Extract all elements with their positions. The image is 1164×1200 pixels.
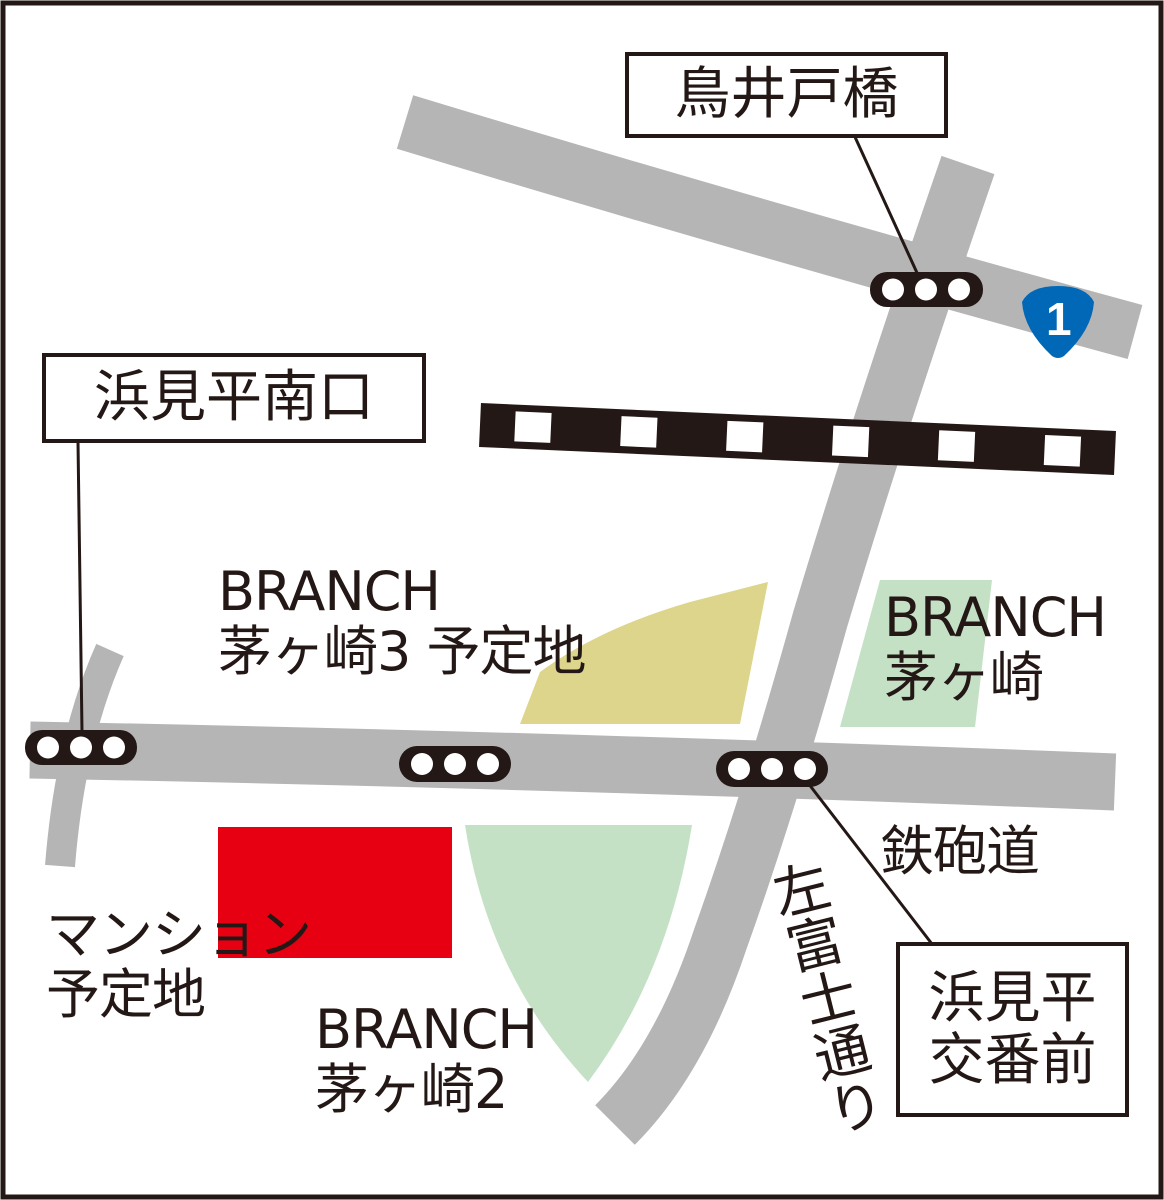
route-number: 1 (1046, 293, 1072, 345)
label-hamamidaira-minamiguchi: 浜見平南口 (42, 353, 426, 443)
branch1-area (840, 580, 992, 727)
traffic-light-icon (25, 730, 137, 765)
traffic-light-icon (870, 272, 983, 307)
traffic-light-icon (399, 746, 511, 782)
label-line: BRANCH (884, 586, 1107, 649)
label-line: 茅ヶ崎2 (315, 1058, 508, 1121)
label-mansion: マンション 予定地 (46, 903, 312, 1026)
label-line: 茅ヶ崎3 予定地 (218, 620, 587, 683)
label-teppo-road: 鉄砲道 (880, 820, 1040, 883)
label-hamamidaira-kobanmae: 浜見平 交番前 (896, 942, 1129, 1117)
leader-line-top (853, 136, 920, 276)
leader-line-left (76, 441, 84, 733)
label-line: マンション (46, 903, 312, 966)
station-name: 鳥井戸橋 (674, 62, 899, 127)
road-teppo (29, 721, 1117, 811)
label-line: BRANCH (218, 560, 441, 623)
station-name-line2: 交番前 (928, 1027, 1097, 1093)
branch3-site-area (520, 582, 768, 724)
route-shield-icon (1022, 286, 1094, 358)
label-branch1: BRANCH 茅ヶ崎 (884, 586, 1107, 709)
label-torii-dobashi: 鳥井戸橋 (625, 52, 948, 138)
mansion-site-area (218, 827, 452, 958)
station-name: 浜見平南口 (94, 365, 374, 430)
branch2-area (465, 825, 692, 1082)
label-line: 茅ヶ崎 (884, 646, 1044, 709)
label-line: BRANCH (315, 998, 538, 1061)
station-name-line1: 浜見平 (928, 965, 1097, 1031)
label-branch2: BRANCH 茅ヶ崎2 (315, 998, 538, 1121)
railway (479, 403, 1116, 475)
road-hidarifuji (594, 155, 995, 1145)
traffic-light-icon (716, 751, 828, 787)
leader-line-bottom (806, 782, 934, 945)
label-branch3: BRANCH 茅ヶ崎3 予定地 (218, 560, 587, 683)
label-line: 予定地 (46, 963, 206, 1026)
